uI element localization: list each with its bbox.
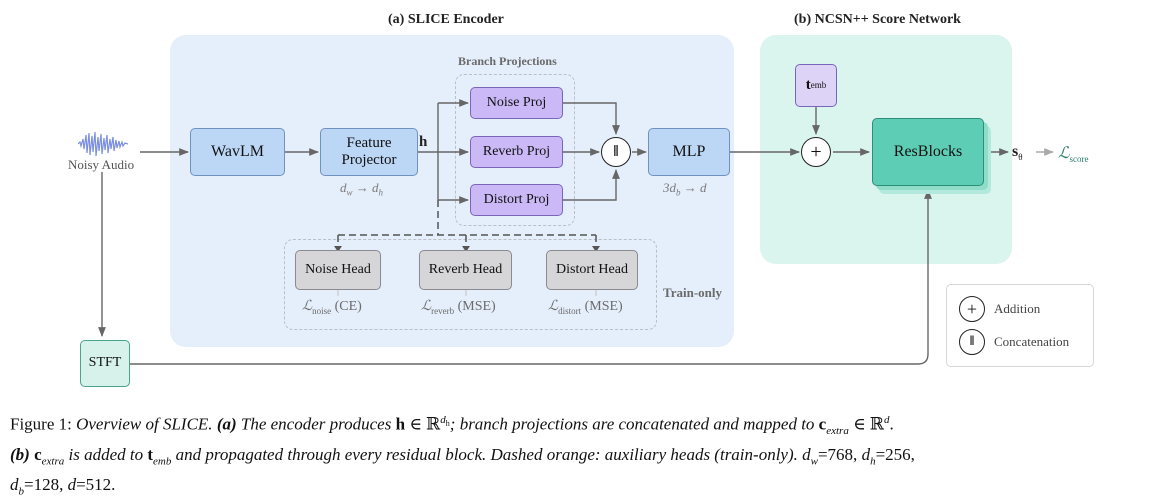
projector-dims-note: dw → dh bbox=[340, 180, 384, 198]
train-only-label: Train-only bbox=[663, 285, 722, 300]
addition-icon: + bbox=[801, 137, 831, 167]
noisy-audio-label: Noisy Audio bbox=[68, 157, 135, 172]
reverb-head-box: Reverb Head bbox=[419, 250, 512, 290]
waveform-icon bbox=[78, 131, 128, 157]
train-only-group bbox=[284, 239, 657, 330]
legend-concatenation-icon: ‖ bbox=[959, 329, 985, 355]
score-loss-label: ℒscore bbox=[1058, 145, 1089, 165]
encoder-panel bbox=[170, 35, 734, 347]
feature-projector-line1: Feature bbox=[346, 134, 392, 151]
stft-box: STFT bbox=[80, 340, 130, 387]
resblocks-box: ResBlocks bbox=[872, 118, 984, 186]
connections-layer bbox=[98, 99, 1054, 365]
reverb-proj-box: Reverb Proj bbox=[470, 136, 563, 168]
distort-loss-label: ℒdistort (MSE) bbox=[548, 299, 623, 316]
h-label: h bbox=[419, 134, 428, 150]
score-output-label: sθ bbox=[1012, 143, 1023, 163]
mlp-box: MLP bbox=[648, 128, 730, 176]
feature-projector-line2: Projector bbox=[341, 152, 397, 168]
noise-proj-box: Noise Proj bbox=[470, 87, 563, 119]
concatenation-icon: ‖ bbox=[601, 137, 631, 167]
wavlm-box: WavLM bbox=[190, 128, 285, 176]
distort-proj-box: Distort Proj bbox=[470, 184, 563, 216]
score-network-title: (b) NCSN++ Score Network bbox=[794, 12, 961, 27]
encoder-title: (a) SLICE Encoder bbox=[388, 12, 504, 27]
legend-addition-icon: + bbox=[959, 296, 985, 322]
noise-head-box: Noise Head bbox=[295, 250, 381, 290]
figure-caption: Figure 1: Overview of SLICE. (a) The enc… bbox=[10, 414, 915, 498]
legend-addition-label: Addition bbox=[994, 301, 1041, 316]
noise-loss-label: ℒnoise (CE) bbox=[302, 299, 362, 316]
feature-projector-box: Feature Projector bbox=[320, 128, 418, 176]
branch-projections-group bbox=[455, 74, 575, 226]
reverb-loss-label: ℒreverb (MSE) bbox=[421, 299, 496, 316]
legend-concatenation-label: Concatenation bbox=[994, 334, 1070, 349]
branch-projections-label: Branch Projections bbox=[458, 54, 557, 68]
mlp-dims-note: 3db → d bbox=[663, 180, 707, 198]
legend: + Addition ‖ Concatenation bbox=[946, 284, 1094, 367]
distort-head-box: Distort Head bbox=[546, 250, 638, 290]
